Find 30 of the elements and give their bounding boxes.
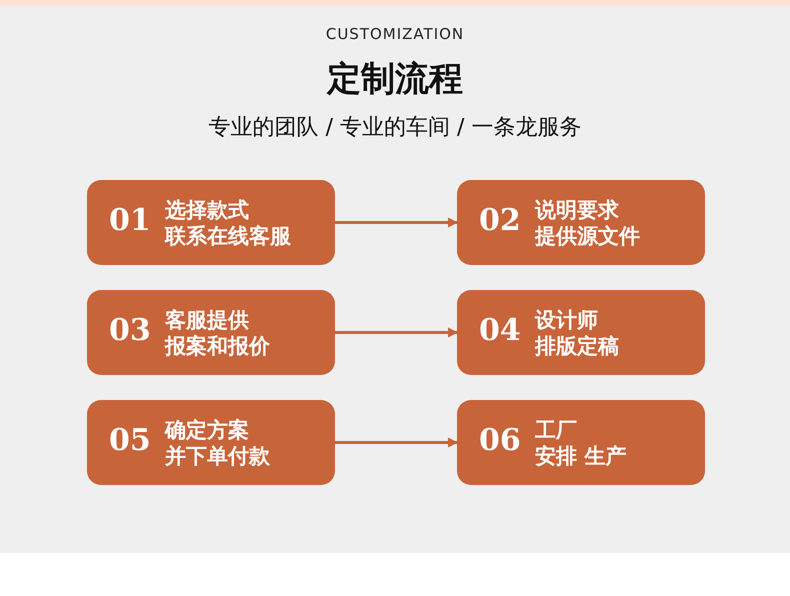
step-number: 05 <box>109 422 151 460</box>
step-text: 安排 生产 <box>535 442 626 468</box>
step-text: 提供源文件 <box>535 222 640 248</box>
step-text: 并下单付款 <box>165 442 270 468</box>
step-text: 排版定稿 <box>535 332 619 358</box>
arrow <box>335 438 458 448</box>
step-number: 01 <box>109 202 151 240</box>
step-text: 设计师 <box>535 306 598 332</box>
step-box <box>87 290 335 375</box>
step-box <box>87 180 335 265</box>
step-text: 工厂 <box>535 416 577 442</box>
step-box <box>457 290 705 375</box>
step-number: 03 <box>109 312 151 350</box>
step-text: 报案和报价 <box>165 332 270 358</box>
arrow <box>335 218 458 228</box>
step-text: 联系在线客服 <box>165 222 291 248</box>
step-box <box>87 400 335 485</box>
subtitle: 专业的团队 / 专业的车间 / 一条龙服务 <box>208 114 582 142</box>
step-number: 04 <box>479 312 521 350</box>
step-text: 说明要求 <box>535 196 619 222</box>
step-text: 选择款式 <box>165 196 249 222</box>
step-number: 02 <box>479 202 521 240</box>
step-number: 06 <box>479 422 521 460</box>
step-box <box>457 400 705 485</box>
step-text: 客服提供 <box>165 306 249 332</box>
step-text: 确定方案 <box>165 416 249 442</box>
header-text: CUSTOMIZATION <box>324 25 466 43</box>
title: 定制流程 <box>325 58 464 101</box>
step-box <box>457 180 705 265</box>
arrow <box>335 328 458 338</box>
